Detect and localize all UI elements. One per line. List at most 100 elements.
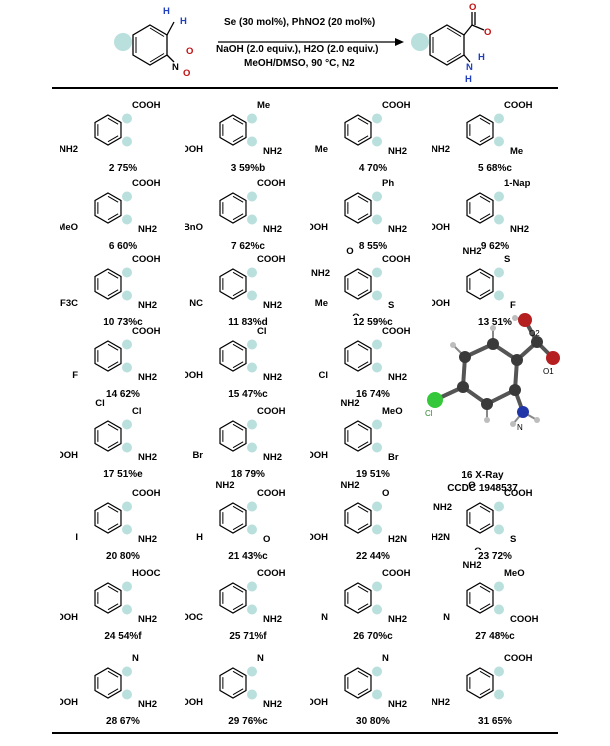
double-bond	[357, 117, 369, 125]
sm-H2: H	[180, 16, 187, 27]
group-label: Br	[192, 450, 203, 461]
benzene-ring	[344, 340, 372, 372]
double-bond	[232, 213, 244, 221]
double-bond	[479, 135, 491, 143]
compound-yield: 8 55%	[358, 241, 388, 252]
benzene-ring	[466, 268, 494, 300]
group-label: NH2	[60, 144, 78, 155]
compound-yield: 22 44%	[356, 551, 390, 562]
compound-28: NCOOHNH228 67%	[60, 645, 186, 727]
site-highlight	[371, 524, 382, 535]
site-highlight	[246, 666, 257, 677]
site-highlight	[371, 267, 382, 278]
group-label: Ph	[382, 178, 394, 189]
group-label: N	[382, 653, 389, 664]
site-highlight	[121, 442, 132, 453]
group-label: NH2	[263, 300, 282, 311]
benzene-ring	[466, 502, 494, 534]
group-label: H	[196, 532, 203, 543]
site-highlight	[246, 689, 257, 700]
structure-12: COOHMeSOONH2	[311, 246, 411, 316]
compound-yield: 18 79%	[231, 469, 265, 480]
group-label: N	[132, 653, 139, 664]
compound-19: MeOCOOHBrNH219 51%	[310, 398, 436, 480]
group-label: NH2	[138, 699, 157, 710]
benzene-ring	[466, 582, 494, 614]
site-highlight	[493, 191, 504, 202]
site-highlight	[121, 191, 132, 202]
structure-8: PhCOOHNH2	[310, 178, 407, 235]
benzene-ring	[94, 340, 122, 372]
group-label: BnO	[185, 222, 203, 233]
group-label: NH2	[311, 268, 330, 279]
benzene-ring	[466, 114, 494, 146]
double-bond	[232, 195, 244, 203]
group-label: HOOC	[132, 568, 161, 579]
site-highlight	[371, 290, 382, 301]
site-highlight	[371, 604, 382, 615]
site-highlight	[371, 442, 382, 453]
group-label: Cl	[257, 326, 267, 337]
compound-yield: 31 65%	[478, 716, 512, 727]
group-label: Me	[510, 146, 523, 157]
group-label: NH2	[340, 480, 359, 491]
group-label: S	[388, 300, 394, 311]
benzene-ring	[344, 114, 372, 146]
group-label: COOH	[310, 450, 328, 461]
conditions-line-3: MeOH/DMSO, 90 °C, N2	[244, 58, 355, 69]
double-bond	[479, 271, 491, 279]
compound-23: COOHH2NSOONH223 72%	[432, 480, 558, 562]
group-label: COOH	[510, 614, 539, 625]
group-label: COOH	[132, 326, 161, 337]
double-bond	[357, 688, 369, 696]
site-highlight	[493, 113, 504, 124]
double-bond	[232, 135, 244, 143]
benzene-ring	[94, 192, 122, 224]
group-label: COOH	[257, 488, 286, 499]
sm-N: N	[172, 62, 179, 73]
double-bond	[107, 505, 119, 513]
bottom-rule	[52, 732, 558, 734]
site-highlight	[246, 581, 257, 592]
group-label: NH2	[263, 699, 282, 710]
group-label: COOH	[185, 370, 203, 381]
site-highlight	[121, 136, 132, 147]
site-highlight	[246, 501, 257, 512]
group-label: NC	[189, 298, 203, 309]
group-label: NH2	[138, 372, 157, 383]
group-label: NH2	[388, 614, 407, 625]
pr-O2: O	[484, 27, 491, 38]
group-label: 1-Nap	[504, 178, 531, 189]
group-label: MeO	[60, 222, 78, 233]
group-label: COOH	[432, 222, 450, 233]
group-label: COOH	[257, 254, 286, 265]
site-highlight	[493, 290, 504, 301]
benzene-ring	[94, 114, 122, 146]
double-bond	[107, 289, 119, 297]
group-label: COOH	[60, 450, 78, 461]
site-highlight	[493, 524, 504, 535]
benzene-ring	[94, 582, 122, 614]
group-label: Me	[257, 100, 270, 111]
structure-24: HOOCCOOHNH2	[60, 568, 161, 625]
group-label: NH2	[462, 560, 481, 571]
sm-H1: H	[163, 6, 170, 17]
benzene-ring	[344, 420, 372, 452]
group-label: COOH	[504, 100, 533, 111]
conditions-line-2: NaOH (2.0 equiv.), H2O (2.0 equiv.)	[216, 44, 379, 55]
benzene-ring	[219, 420, 247, 452]
group-label: NH2	[388, 146, 407, 157]
group-label: COOH	[132, 178, 161, 189]
compound-yield: 20 80%	[106, 551, 140, 562]
structure-9: 1-NapCOOHNH2	[432, 178, 531, 235]
